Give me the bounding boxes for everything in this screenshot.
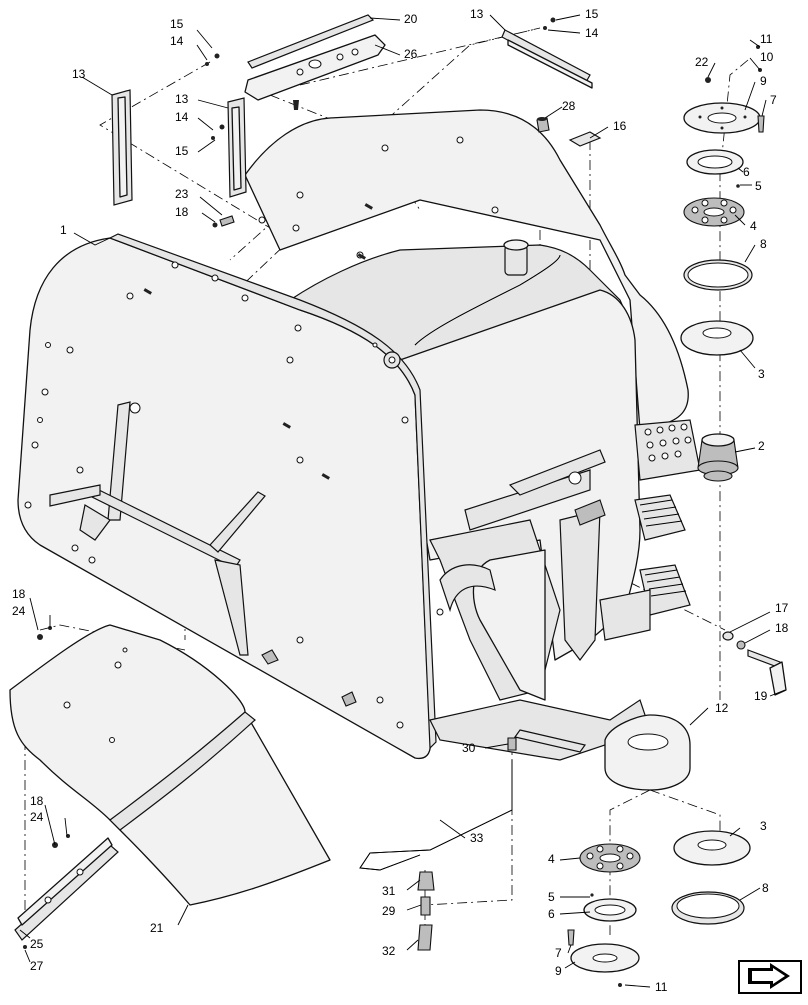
callout-14: 14 [175,110,189,124]
callout-23: 23 [175,187,189,201]
callout-18: 18 [12,587,26,601]
callout-22: 22 [695,55,709,69]
bearing-stack-lower [567,830,751,987]
callout-3: 3 [760,819,767,833]
callout-13: 13 [72,67,86,81]
callout-4: 4 [548,852,555,866]
callout-19: 19 [754,689,768,703]
fastener-18-24-left [37,626,52,640]
pivot-ring-mount [604,714,691,791]
drain-hose-assembly [359,737,517,951]
fender-mount-bracket [14,834,119,949]
callout-24: 24 [12,604,26,618]
callout-8: 8 [762,881,769,895]
callout-33: 33 [470,831,484,845]
callout-15: 15 [170,17,184,31]
callout-7: 7 [555,946,562,960]
callout-11: 11 [655,980,668,994]
callout-13: 13 [470,7,484,21]
callout-5: 5 [548,890,555,904]
front-fender-21 [9,624,331,906]
callout-25: 25 [30,937,44,951]
callout-18: 18 [175,205,189,219]
callout-14: 14 [170,34,184,48]
callout-12: 12 [715,701,729,715]
callout-27: 27 [30,959,44,973]
callout-3: 3 [758,367,765,381]
callout-31: 31 [382,884,396,898]
callout-20: 20 [404,12,418,26]
small-items [536,117,602,147]
callout-28: 28 [562,99,576,113]
callout-32: 32 [382,944,396,958]
callout-7: 7 [770,93,777,107]
top-strips [111,14,593,228]
next-page-button[interactable] [738,960,802,994]
callout-4: 4 [750,219,757,233]
callout-21: 21 [150,921,164,935]
next-page-arrow-icon [748,963,790,989]
hitch-pin-assembly [722,631,787,696]
access-steps [599,419,701,641]
callout-9: 9 [760,74,767,88]
callout-24: 24 [30,810,44,824]
callout-16: 16 [613,119,627,133]
callout-9: 9 [555,964,562,978]
callout-15: 15 [175,144,189,158]
callout-1: 1 [60,223,67,237]
bearing-stack-upper [680,45,765,482]
callout-18: 18 [30,794,44,808]
callout-14: 14 [585,26,599,40]
callout-6: 6 [548,907,555,921]
callout-6: 6 [743,165,750,179]
callout-15: 15 [585,7,599,21]
callout-29: 29 [382,904,396,918]
leader-lines [19,14,786,988]
callout-13: 13 [175,92,189,106]
callout-5: 5 [755,179,762,193]
callout-11: 11 [760,32,773,46]
callout-17: 17 [775,601,789,615]
callout-2: 2 [758,439,765,453]
callout-10: 10 [760,50,774,64]
callout-18: 18 [775,621,789,635]
main-fender-housing [17,109,701,761]
callout-30: 30 [462,741,476,755]
callout-8: 8 [760,237,767,251]
callout-26: 26 [404,47,418,61]
